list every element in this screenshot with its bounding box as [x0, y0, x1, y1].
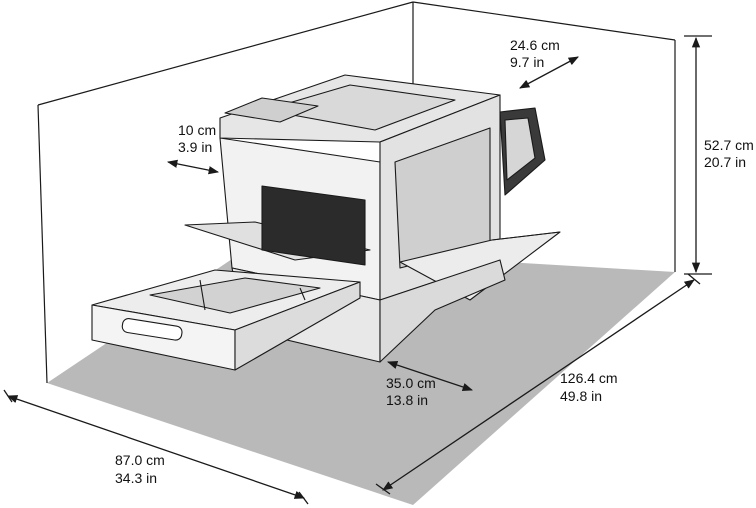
front-clearance-cm: 35.0 cm — [386, 375, 436, 391]
total-width-arrow — [382, 279, 695, 491]
printer-output-tray — [264, 84, 456, 131]
right-wall-top-edge — [412, 1, 676, 41]
total-width-in: 49.8 in — [560, 388, 602, 404]
top-clearance-in: 9.7 in — [510, 54, 544, 70]
front-opening — [261, 185, 366, 266]
left-clearance-in: 3.9 in — [178, 139, 212, 155]
top-clearance-arrow — [519, 56, 579, 89]
height-in: 20.7 in — [704, 154, 746, 170]
left-clearance-cm: 10 cm — [178, 122, 216, 138]
height-cm: 52.7 cm — [704, 137, 754, 153]
dimension-arrows — [3, 35, 712, 505]
total-depth-cm: 87.0 cm — [115, 452, 165, 468]
top-clearance-cm: 24.6 cm — [510, 37, 560, 53]
tray-handle — [121, 318, 183, 341]
back-wall-top-edge — [37, 1, 414, 106]
total-width-cm: 126.4 cm — [560, 370, 618, 386]
total-depth-arrow — [7, 395, 305, 499]
left-wall-vertical-edge — [37, 104, 48, 384]
dimension-labels: 24.6 cm 9.7 in 10 cm 3.9 in 52.7 cm 20.7… — [115, 37, 754, 486]
control-panel — [224, 97, 319, 123]
front-clearance-in: 13.8 in — [386, 392, 428, 408]
total-depth-in: 34.3 in — [115, 470, 157, 486]
left-clearance-arrow — [166, 159, 220, 175]
